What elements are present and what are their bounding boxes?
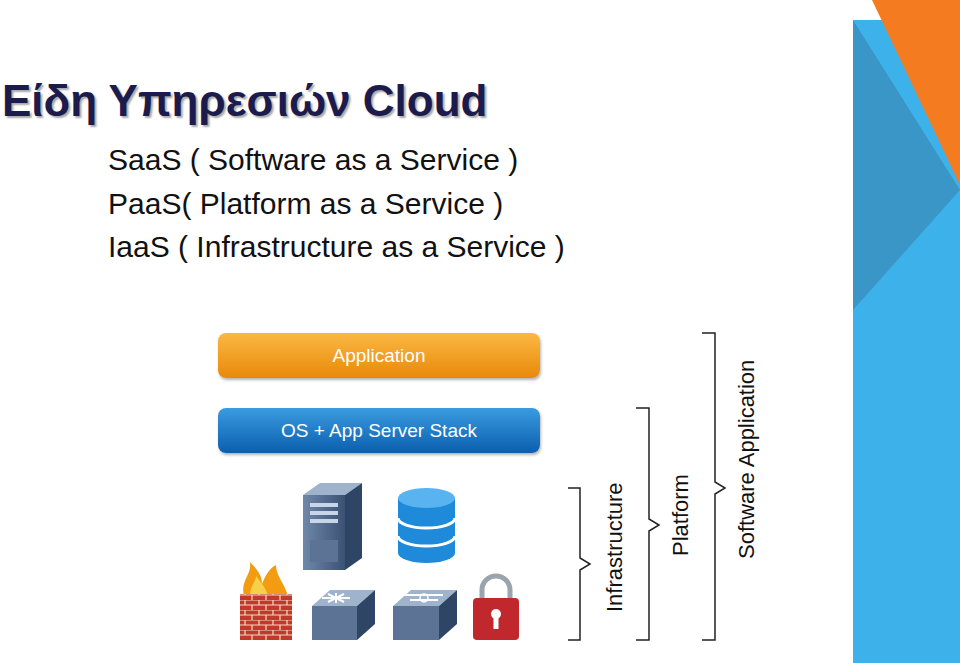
service-item: SaaS ( Software as a Service ) xyxy=(108,143,518,177)
bar-label: Application xyxy=(333,345,426,367)
switch-icon xyxy=(393,590,457,640)
bracket xyxy=(636,408,659,640)
side-band xyxy=(872,0,960,185)
database-icon xyxy=(398,488,455,563)
service-item: IaaS ( Infrastructure as a Service ) xyxy=(108,230,565,264)
lock-icon xyxy=(473,576,519,640)
bracket xyxy=(568,488,590,640)
bracket xyxy=(702,333,725,640)
service-item: PaaS( Platform as a Service ) xyxy=(108,187,503,221)
slide-title: Είδη Υπηρεσιών Cloud xyxy=(2,76,487,126)
router-icon xyxy=(312,590,375,640)
server-icon xyxy=(303,483,362,570)
layer-label: Platform xyxy=(669,474,693,556)
firewall-icon xyxy=(240,562,292,640)
layer-label: Software Application xyxy=(735,360,759,559)
layer-label: Infrastructure xyxy=(603,482,627,612)
application-bar: Application xyxy=(218,333,540,378)
stack-bar: OS + App Server Stack xyxy=(218,408,540,453)
bar-label: OS + App Server Stack xyxy=(281,420,477,442)
side-band xyxy=(853,0,960,663)
